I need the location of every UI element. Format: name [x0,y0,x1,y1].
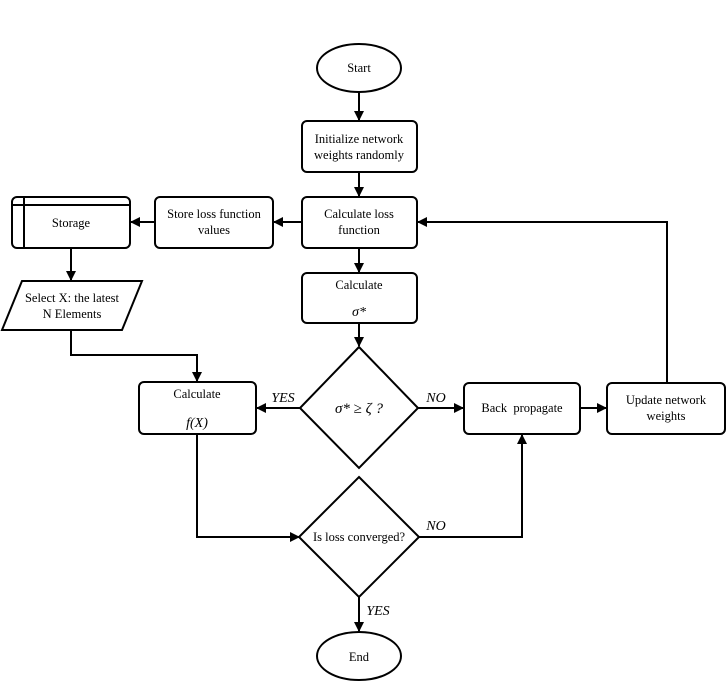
storage-node: Storage [11,196,131,249]
label-loss-no: NO [425,519,445,534]
calc-sigma-formula: σ* [352,305,366,320]
start-node: Start [316,43,402,93]
decision-loss-label: Is loss converged? [313,530,406,544]
calc-loss-label-line2: function [338,223,380,237]
start-label: Start [347,61,371,75]
calc-sigma-title: Calculate [335,278,383,292]
store-loss-label-line1: Store loss function [167,207,261,221]
init-node: Initialize network weights randomly [301,120,418,173]
decision-sigma-node: σ* ≥ ζ ? [298,345,420,470]
calc-loss-node: Calculate loss function [301,196,418,249]
update-weights-node: Update network weights [606,382,726,435]
calc-fx-formula: f(X) [186,416,208,431]
end-label: End [349,650,370,664]
edge-lossdecision-backprop-no [419,434,527,538]
end-node: End [316,631,402,681]
calc-loss-label-line1: Calculate loss [324,207,394,221]
edges [66,92,668,632]
decision-loss-node: Is loss converged? [297,475,421,599]
back-propagate-node: Back propagate [463,382,581,435]
store-loss-node: Store loss function values [154,196,274,249]
label-sigma-no: NO [425,391,445,406]
edge-update-calcloss [417,217,668,383]
update-weights-label-line2: weights [647,409,686,423]
select-x-label-line2: N Elements [43,307,102,321]
storage-label: Storage [52,216,91,230]
update-weights-label-line1: Update network [626,393,707,407]
init-label-line2: weights randomly [314,148,405,162]
select-x-label-line1: Select X: the latest [25,291,120,305]
label-loss-yes: YES [366,604,389,619]
store-loss-label-line2: values [198,223,230,237]
calc-sigma-node: Calculate σ* [301,272,418,324]
back-propagate-label: Back propagate [481,401,563,415]
edge-select-calcfx [70,331,202,382]
init-label-line1: Initialize network [315,132,404,146]
select-x-node: Select X: the latest N Elements [0,280,144,331]
label-sigma-yes: YES [271,391,294,406]
edge-calcfx-lossdecision [196,434,300,542]
calc-fx-node: Calculate f(X) [138,381,257,435]
decision-sigma-label: σ* ≥ ζ ? [335,401,383,417]
calc-fx-title: Calculate [173,387,221,401]
